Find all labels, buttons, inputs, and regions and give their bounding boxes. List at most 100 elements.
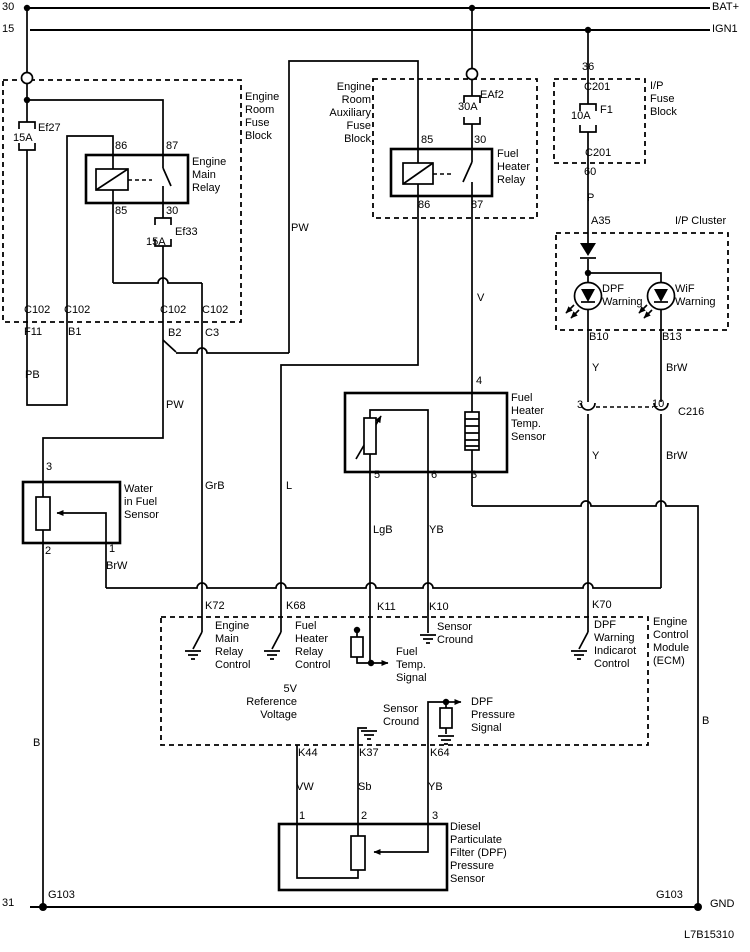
wire-lgb-label: LgB — [373, 524, 393, 536]
wire-b-heater-ground — [472, 500, 699, 907]
engine-room-fuse-block-box — [2, 79, 242, 323]
gnd-rail-label: GND — [710, 898, 735, 910]
engine-main-relay-box — [84, 153, 190, 205]
dot — [442, 698, 450, 706]
wire-b-label-2: B — [702, 715, 710, 727]
resistor-symbols — [35, 411, 480, 871]
k72-ground-icon — [185, 650, 201, 660]
k68-switch-blade — [271, 631, 282, 650]
temp-pin5-label: 5 — [374, 469, 381, 481]
wire-brw-label-3: BrW — [106, 560, 128, 572]
k70-ground-icon — [571, 650, 587, 660]
k11-pullup-resistor-icon — [350, 636, 364, 658]
relay2-coil-slash — [402, 162, 434, 185]
fuse-symbols — [18, 95, 597, 247]
wire-water-pin1-wiper — [56, 510, 107, 588]
dpf-led-triangle — [581, 289, 595, 302]
k68-function-label: Fuel Heater Relay Control — [295, 620, 331, 671]
dot — [23, 96, 31, 104]
relay-coils — [95, 162, 434, 191]
c216-pin10-icon — [653, 402, 669, 411]
temp-pin4-label: 4 — [476, 375, 483, 387]
relay2-coil-icon — [402, 162, 434, 185]
wire-branch-wif-led — [588, 272, 662, 283]
dot — [468, 4, 476, 12]
wire-grb-label: GrB — [205, 480, 225, 492]
temp-pin3-label: 3 — [471, 469, 478, 481]
wire-pw-over-to-relay2-85 — [288, 60, 419, 353]
aux-fuse-block-label: Engine Room Auxiliary Fuse Block — [329, 81, 371, 145]
engine-main-relay-label: Engine Main Relay — [192, 156, 227, 194]
k10-ground-icon — [420, 634, 436, 644]
pin-b1-label: B1 — [68, 326, 82, 338]
dpf-sensor-label: Diesel Particulate Filter (DPF) Pressure… — [450, 821, 507, 885]
wire-b2-branch — [162, 339, 177, 353]
wires — [26, 8, 699, 907]
wif-warning-led — [638, 281, 676, 319]
ign-pin-label: 15 — [2, 23, 15, 35]
pin-f11-label: F11 — [24, 326, 43, 338]
engine-room-aux-fuse-block-box — [372, 78, 538, 219]
wire-sb-label: Sb — [358, 781, 372, 793]
diode-symbol — [580, 243, 596, 259]
wif-led-ray2 — [643, 309, 653, 319]
relay1-contact-blade — [162, 155, 172, 203]
pin-b13-label: B13 — [662, 331, 682, 343]
dot — [367, 659, 375, 667]
doc-id-label: L7B15310 — [684, 929, 735, 941]
ecm-box — [160, 616, 649, 746]
dpf-warning-led — [565, 281, 603, 319]
wire-l-relay2-86-to-k68 — [280, 196, 419, 632]
water-in-fuel-sensor-box — [21, 480, 122, 545]
fuse-ef33-name: Ef33 — [175, 226, 198, 238]
dot-g103-right — [694, 903, 702, 911]
bat-pin-label: 30 — [2, 1, 15, 13]
water-pin2-label: 2 — [45, 545, 52, 557]
gnd-pin-label: 31 — [2, 897, 15, 909]
heater-element-icon — [464, 411, 480, 451]
c102-label-4: C102 — [202, 304, 229, 316]
bat-rail-label: BAT+ — [712, 1, 740, 13]
solid-boxes — [21, 147, 509, 892]
dpf-pin3-label: 3 — [432, 810, 439, 822]
pin-c3-label: C3 — [205, 327, 220, 339]
connector-circle-left-icon — [20, 71, 34, 85]
dpf-pressure-sensor-box — [277, 822, 449, 892]
wire-yb-k64-to-dpf3 — [373, 745, 429, 855]
relay2-pin-85: 85 — [421, 134, 434, 146]
water-sensor-label: Water in Fuel Sensor — [124, 483, 159, 521]
wire-brw-horizontal — [106, 582, 661, 589]
thermistor-icon — [363, 417, 377, 455]
water-pin3-label: 3 — [46, 461, 53, 473]
fuse-eaf2-icon — [463, 95, 481, 125]
pin-b10-label: B10 — [589, 331, 609, 343]
wire-p-label: P — [587, 192, 595, 204]
wire-b-label-1: B — [33, 737, 41, 749]
fuel-heater-relay-box — [389, 147, 494, 198]
dpf-warning-label: DPF Warning — [602, 283, 643, 308]
pin-k10-label: K10 — [429, 601, 449, 613]
dpf-led-ray1 — [565, 304, 575, 314]
dpf-pot-icon — [350, 835, 366, 871]
wire-pw-label-2: PW — [166, 399, 184, 411]
fuse-ef27-name: Ef27 — [38, 122, 61, 134]
fuel-heater-temp-sensor-box — [343, 391, 509, 474]
k37-function-label: Sensor Cround — [383, 703, 420, 728]
wire-f11-pb-loop-b1 — [26, 135, 114, 406]
k11-function-label: Fuel Temp. Signal — [396, 646, 427, 684]
wif-led-icon — [646, 281, 676, 311]
fuse-eaf2-name: EAf2 — [480, 89, 504, 101]
heater-element-bars — [465, 418, 479, 447]
wire-pw-label-1: PW — [291, 222, 309, 234]
c102-label-1: C102 — [24, 304, 51, 316]
wif-led-ray1 — [638, 304, 648, 314]
pin-k70-label: K70 — [592, 599, 612, 611]
k68-ground-icon — [264, 650, 280, 660]
power-rails — [30, 7, 710, 908]
c216-pin3-icon — [580, 402, 596, 411]
wire-yb-label-1: YB — [429, 524, 444, 536]
wire-ef33-b2-pw-to-water — [42, 246, 164, 482]
g103-right-label: G103 — [656, 889, 683, 901]
relay1-pin-30: 30 — [166, 205, 179, 217]
